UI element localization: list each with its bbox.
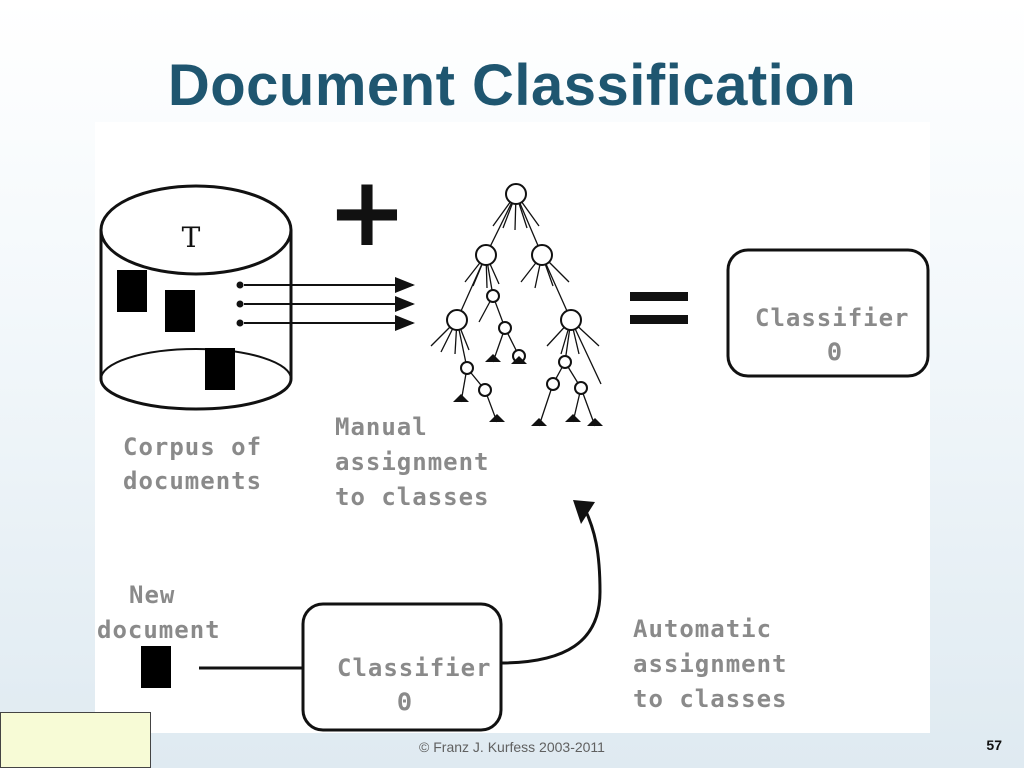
flow-arrows (244, 277, 415, 331)
note-box (0, 712, 151, 768)
feedback-arrow (499, 506, 602, 665)
new-document-icon (141, 646, 171, 688)
classifier-box-top: Classifier Θ (726, 248, 930, 378)
manual-label-line2: assignment (335, 448, 490, 476)
corpus-cylinder: T (99, 184, 293, 411)
slide-title: Document Classification (167, 53, 857, 118)
automatic-label-line3: to classes (633, 685, 788, 713)
document-icon (205, 348, 235, 390)
new-doc-label-line1: New (129, 581, 175, 609)
corpus-t-label: T (182, 221, 201, 254)
theta-symbol-bottom: Θ (397, 688, 412, 716)
new-doc-label-line2: document (97, 616, 221, 644)
theta-symbol-top: Θ (827, 338, 842, 366)
manual-label-line1: Manual (335, 413, 428, 441)
classifier-box-bottom: Classifier Θ (301, 602, 503, 732)
corpus-label-line2: documents (123, 467, 262, 495)
automatic-label-line2: assignment (633, 650, 788, 678)
automatic-label-line1: Automatic (633, 615, 772, 643)
document-icon (165, 290, 195, 332)
equals-sign (630, 292, 688, 324)
class-hierarchy-tree (430, 183, 603, 427)
manual-label-line3: to classes (335, 483, 490, 511)
plus-sign: + (327, 156, 407, 268)
corpus-label-line1: Corpus of (123, 433, 262, 461)
classifier-label-top: Classifier (755, 304, 910, 332)
feedback-arrowhead (573, 500, 595, 524)
classification-diagram: T + (95, 122, 930, 733)
classifier-label-bottom: Classifier (337, 654, 492, 682)
footer-copyright: © Franz J. Kurfess 2003-2011 (419, 739, 605, 755)
slide-number: 57 (986, 737, 1002, 753)
document-icon (117, 270, 147, 312)
